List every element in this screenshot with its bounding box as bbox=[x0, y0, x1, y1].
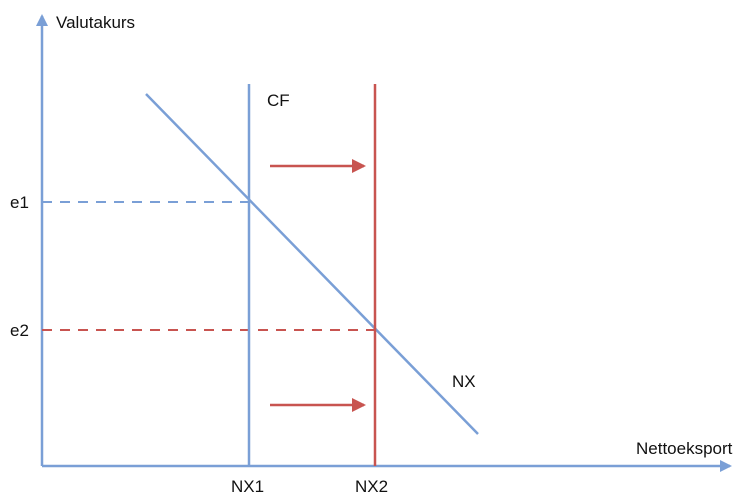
y-axis-label: Valutakurs bbox=[56, 13, 135, 32]
nx-curve bbox=[145, 93, 479, 435]
e1-label: e1 bbox=[10, 193, 29, 212]
e2-label: e2 bbox=[10, 321, 29, 340]
x-axis-label: Nettoeksport bbox=[636, 439, 733, 458]
cf-label: CF bbox=[267, 91, 290, 110]
nx2-tick-label: NX2 bbox=[355, 477, 388, 496]
nx-label: NX bbox=[452, 372, 476, 391]
nx1-tick-label: NX1 bbox=[231, 477, 264, 496]
